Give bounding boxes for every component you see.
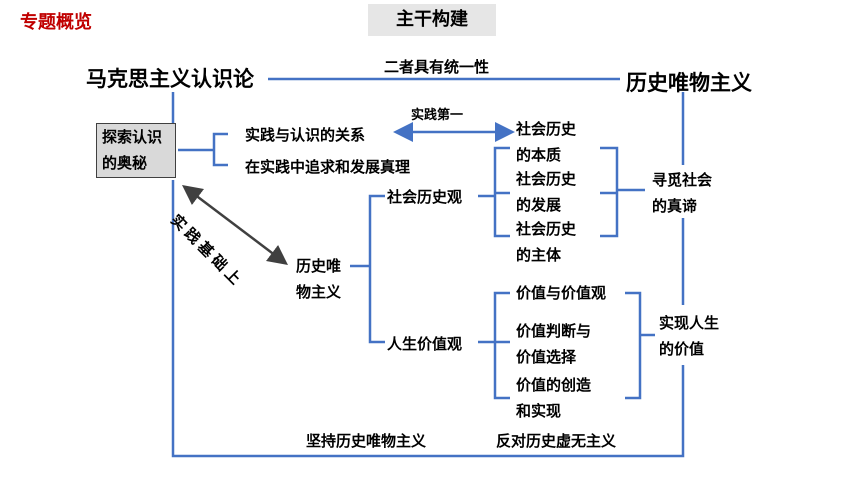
social-history-view: 社会历史观 [387,188,463,206]
social-item-line: 的主体 [516,246,562,264]
social-item-line: 的发展 [516,196,562,214]
materialism-node-line: 历史唯 [296,257,342,275]
diagonal-arrow-line [182,184,288,266]
materialism-node: 历史唯 物主义 [296,253,341,305]
social-item-line: 的本质 [516,146,562,164]
materialism-title: 历史唯物主义 [626,71,752,95]
explore-box-line: 探索认识 [102,128,163,146]
social-summary-line: 的真谛 [652,197,698,215]
value-item-line: 价值与价值观 [516,284,607,302]
materialism-node-line: 物主义 [296,283,342,301]
value-item: 价值判断与 价值选择 [516,318,591,370]
social-item-line: 社会历史 [516,220,577,238]
explore-box-line: 的奥秘 [102,154,148,172]
unity-label: 二者具有统一性 [384,58,490,76]
bottom-loop-line [171,180,685,458]
value-summary-line: 的价值 [659,340,705,358]
social-item-line: 社会历史 [516,120,577,138]
practice-first-label: 实践第一 [411,108,464,123]
practice-cognition-item: 实践与认识的关系 [245,126,366,144]
value-item: 价值与价值观 [516,280,606,306]
main-title: 主干构建 [368,4,496,36]
social-item: 社会历史 的发展 [516,166,576,218]
social-summary: 寻觅社会 的真谛 [652,167,712,219]
epistemology-title: 马克思主义认识论 [86,67,254,91]
explore-box: 探索认识 的奥秘 [96,123,176,178]
social-summary-line: 寻觅社会 [652,171,713,189]
oppose-nihilism-label: 反对历史虚无主义 [496,432,617,450]
social-item: 社会历史 的主体 [516,216,576,268]
value-summary: 实现人生 的价值 [659,310,719,362]
corner-title: 专题概览 [20,12,92,33]
social-item-line: 社会历史 [516,170,577,188]
value-item-line: 价值的创造 [516,376,592,394]
value-item-line: 和实现 [516,402,562,420]
value-summary-line: 实现人生 [659,314,720,332]
value-item-line: 价值判断与 [516,322,592,340]
value-item: 价值的创造 和实现 [516,372,591,424]
truth-item: 在实践中追求和发展真理 [245,158,411,176]
uphold-materialism-label: 坚持历史唯物主义 [306,432,427,450]
value-item-line: 价值选择 [516,348,577,366]
social-item: 社会历史 的本质 [516,116,576,168]
life-value-view: 人生价值观 [387,335,463,353]
